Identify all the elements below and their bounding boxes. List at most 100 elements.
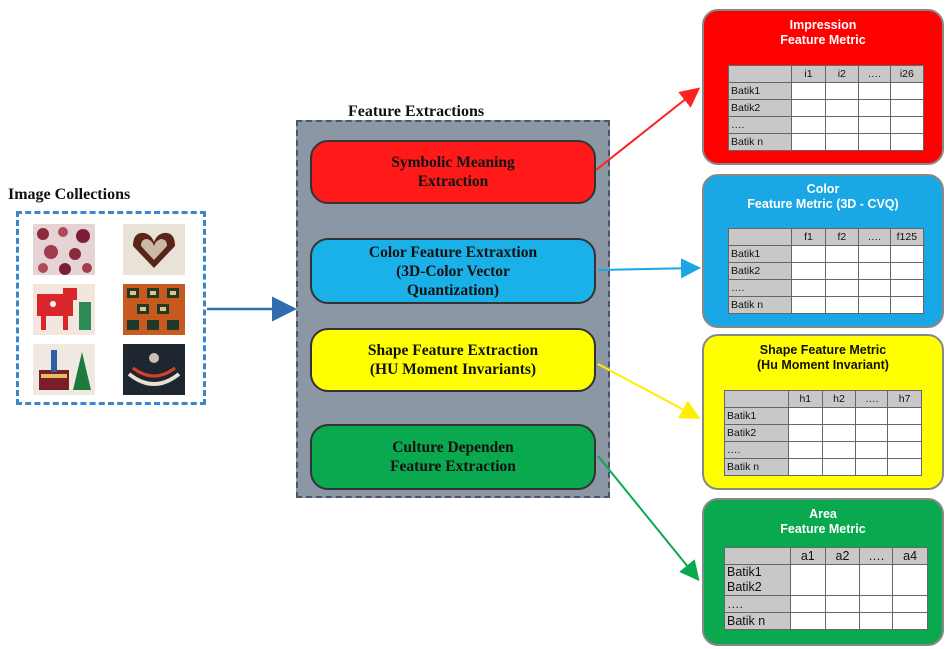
metric-empty-cell: [824, 612, 861, 630]
metric-row-label: Batik n: [724, 458, 789, 476]
metric-empty-cell: [892, 595, 928, 613]
shape-to-shape-metric-arrow: [597, 363, 701, 419]
batik-thumbnail-6: [123, 344, 185, 395]
image-collections-box: [16, 211, 206, 405]
metric-empty-cell: [824, 82, 859, 100]
metric-row-label: Batik2: [727, 262, 793, 280]
culture-to-area-metric-arrow: [597, 455, 700, 582]
metric-column-header: h1: [787, 390, 823, 408]
shape-metric-title: Shape Feature Metric (Hu Moment Invarian…: [757, 343, 889, 372]
symbolic-meaning-extraction-box: Symbolic Meaning Extraction: [310, 140, 596, 204]
metric-row-label: Batik1: [727, 82, 793, 100]
metric-empty-cell: [824, 116, 859, 134]
metric-empty-cell: [859, 612, 894, 630]
metric-row-label: Batik n: [724, 612, 791, 630]
metric-row-label: ….: [727, 279, 793, 297]
metric-row-label: Batik n: [727, 133, 793, 151]
metric-empty-cell: [887, 441, 922, 459]
metric-empty-cell: [791, 133, 826, 151]
impression-metric-title: Impression Feature Metric: [780, 18, 866, 47]
shape-feature-metric-panel: Shape Feature Metric (Hu Moment Invarian…: [702, 334, 944, 490]
metric-column-header: h7: [887, 390, 922, 408]
metric-empty-cell: [855, 441, 889, 459]
metric-column-header: a4: [892, 547, 928, 565]
metric-empty-cell: [889, 133, 925, 151]
batik-thumbnail-3: [33, 284, 95, 335]
batik-thumbnail-2: [123, 224, 185, 275]
metric-column-header: [727, 65, 793, 83]
metric-empty-cell: [857, 245, 891, 263]
metric-empty-cell: [824, 296, 859, 314]
metric-empty-cell: [824, 595, 861, 613]
metric-row-label: ….: [724, 595, 791, 613]
metric-empty-cell: [824, 245, 859, 263]
metric-empty-cell: [892, 612, 928, 630]
metric-empty-cell: [889, 99, 925, 117]
metric-column-header: [727, 228, 793, 246]
culture-dependen-feature-extraction-box: Culture Dependen Feature Extraction: [310, 424, 596, 490]
metric-empty-cell: [789, 595, 826, 613]
image-collections-title: Image Collections: [8, 186, 131, 203]
metric-empty-cell: [857, 279, 891, 297]
metric-empty-cell: [821, 441, 857, 459]
area-metric-title: Area Feature Metric: [780, 507, 866, 536]
metric-empty-cell: [887, 424, 922, 442]
batik-thumbnail-1: [33, 224, 95, 275]
metric-row-label: ….: [724, 441, 789, 459]
table-row: Batik2: [727, 99, 925, 117]
feature-extractions-box: Symbolic Meaning Extraction Color Featur…: [296, 120, 610, 498]
metric-row-label: Batik2: [724, 424, 789, 442]
metric-column-header: i26: [889, 65, 925, 83]
metric-empty-cell: [892, 564, 928, 596]
color-feature-extraction-box: Color Feature Extraxtion (3D-Color Vecto…: [310, 238, 596, 304]
metric-column-header: ….: [857, 228, 891, 246]
metric-row-label: Batik1: [727, 245, 793, 263]
metric-empty-cell: [824, 279, 859, 297]
table-row: Batik n: [727, 133, 925, 151]
metric-empty-cell: [889, 262, 925, 280]
color-to-color-metric-arrow: [597, 258, 701, 279]
table-row: Batik2: [727, 262, 925, 280]
metric-column-header: f2: [824, 228, 859, 246]
table-row: ….: [724, 595, 928, 613]
metric-column-header: a1: [789, 547, 826, 565]
table-row: Batik1: [724, 407, 922, 425]
metric-column-header: ….: [855, 390, 889, 408]
metric-empty-cell: [889, 245, 925, 263]
table-row: ….: [724, 441, 922, 459]
metric-empty-cell: [791, 116, 826, 134]
metric-empty-cell: [791, 296, 826, 314]
table-row: Batik n: [724, 612, 928, 630]
metric-empty-cell: [787, 407, 823, 425]
feature-extractions-title: Feature Extractions: [348, 103, 485, 120]
metric-empty-cell: [887, 458, 922, 476]
metric-column-header: f1: [791, 228, 826, 246]
table-row: ….: [727, 116, 925, 134]
metric-empty-cell: [824, 133, 859, 151]
metric-empty-cell: [889, 296, 925, 314]
table-row: Batik1 Batik2: [724, 564, 928, 596]
table-row: Batik1: [727, 245, 925, 263]
metric-column-header: h2: [821, 390, 857, 408]
metric-empty-cell: [889, 116, 925, 134]
metric-empty-cell: [857, 296, 891, 314]
shape-feature-extraction-box: Shape Feature Extraction (HU Moment Inva…: [310, 328, 596, 392]
color-metric-title: Color Feature Metric (3D - CVQ): [747, 182, 899, 211]
batik-thumbnail-4: [123, 284, 185, 335]
table-row: ….: [727, 279, 925, 297]
metric-empty-cell: [824, 262, 859, 280]
metric-empty-cell: [887, 407, 922, 425]
metric-empty-cell: [824, 99, 859, 117]
metric-column-header: f125: [889, 228, 925, 246]
metric-column-header: [724, 390, 789, 408]
table-row: Batik n: [727, 296, 925, 314]
metric-empty-cell: [855, 458, 889, 476]
metric-empty-cell: [821, 458, 857, 476]
metric-column-header: ….: [859, 547, 894, 565]
